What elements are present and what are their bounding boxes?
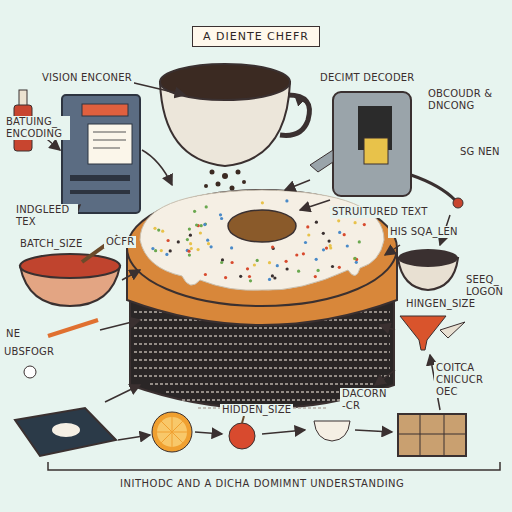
part-label: HIDDEN_SIZE [220,404,293,416]
part-label: OCFR [104,236,136,248]
part-label: DACORN -CR [340,388,392,412]
part-label: UBSFOGR [2,346,56,358]
caption: INITHODC AND A DICHA DOMIMNT UNDERSTANDI… [117,478,407,489]
part-label: INDGLEED TEX [14,204,78,228]
part-label: HINGEN_SIZE [404,298,477,310]
part-label: BATUING_ ENCODING [4,116,70,140]
part-label: STRUITURED TEXT [330,206,429,218]
part-label: HIS SQA_LEN [388,226,460,238]
part-label: DECIMT DECODER [318,72,417,84]
title-box: A DIENTE CHEFR [192,26,320,47]
part-label: OBCOUDR & DNCONG [426,88,508,112]
part-label: SEEQ_ LOGON [464,274,508,298]
part-label: NE [4,328,22,340]
part-label: VISION ENCONER [40,72,134,84]
part-label: SG NEN [458,146,502,158]
part-label: COITCA CNICUCR OEC [434,362,508,398]
part-label: BATCH_SIZE [18,238,84,250]
